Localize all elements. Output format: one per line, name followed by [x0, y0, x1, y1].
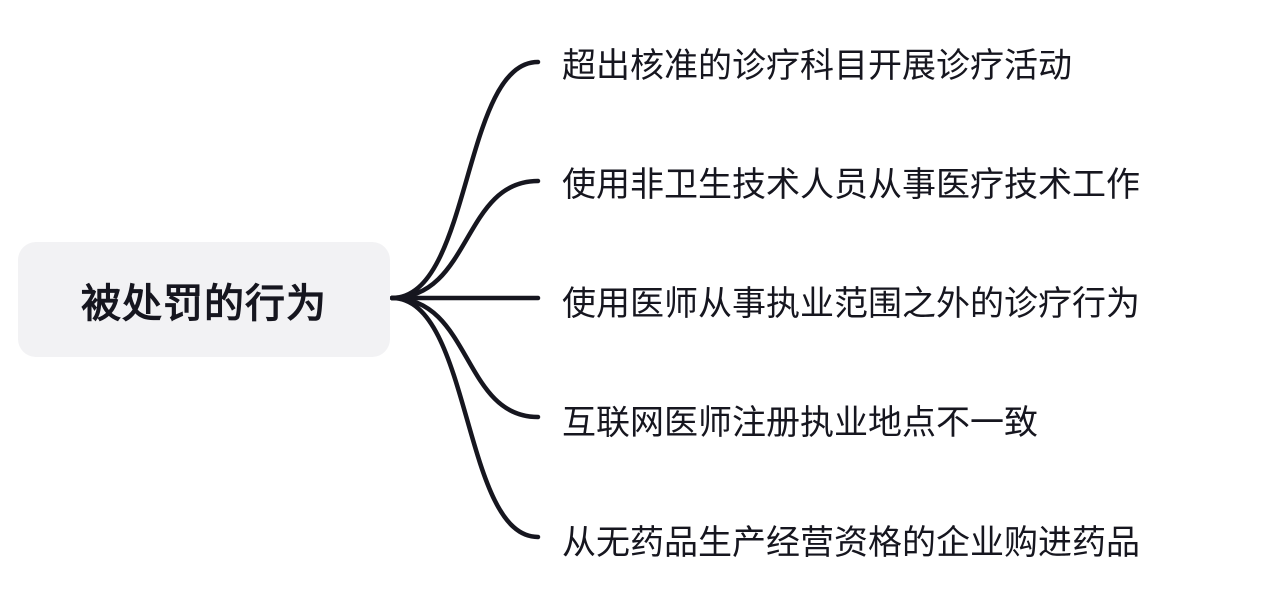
root-node-label: 被处罚的行为 [81, 280, 327, 327]
root-node: 被处罚的行为 [18, 242, 390, 357]
connector-branch-4 [389, 295, 541, 540]
connector-branch-3 [389, 295, 541, 420]
connector-branch-0 [389, 59, 541, 301]
branch-node-4: 从无药品生产经营资格的企业购进药品 [562, 523, 1140, 563]
branch-node-3: 互联网医师注册执业地点不一致 [562, 403, 1038, 443]
branch-node-2: 使用医师从事执业范围之外的诊疗行为 [562, 284, 1140, 324]
connector-branch-1 [389, 178, 541, 301]
branch-node-0: 超出核准的诊疗科目开展诊疗活动 [562, 46, 1072, 86]
branch-node-1: 使用非卫生技术人员从事医疗技术工作 [562, 165, 1140, 205]
